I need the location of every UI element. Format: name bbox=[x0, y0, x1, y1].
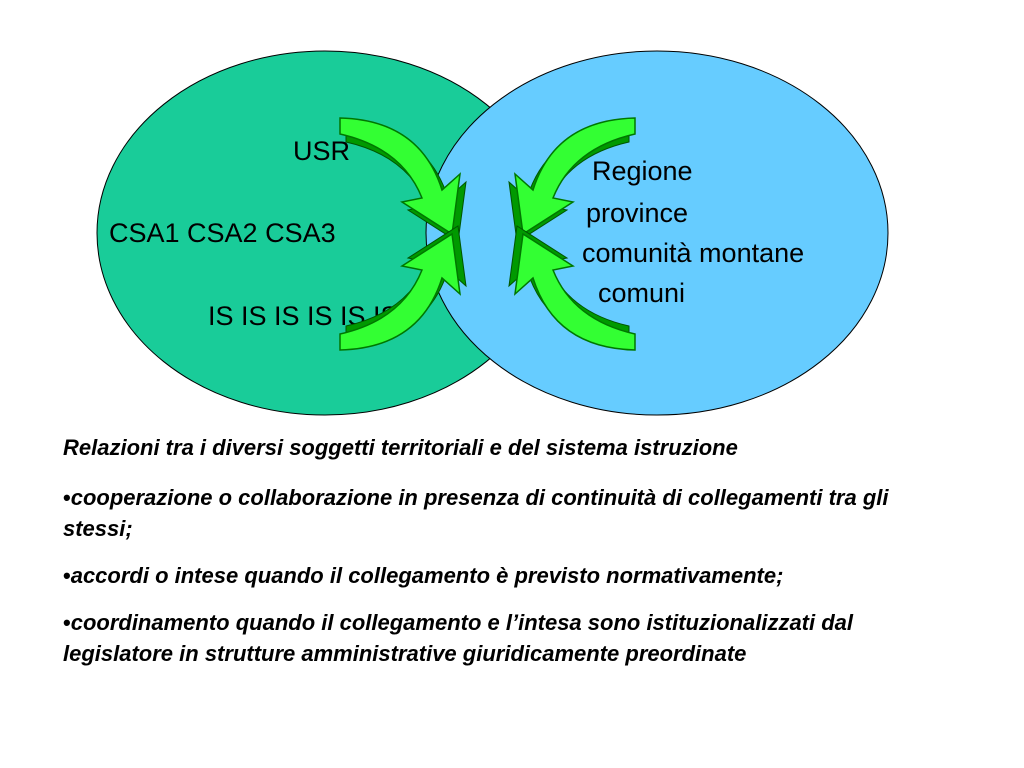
right-label-comuni: comuni bbox=[598, 278, 685, 308]
right-circle bbox=[425, 50, 889, 416]
left-label-csa: CSA1 CSA2 CSA3 bbox=[109, 218, 336, 248]
description-text: Relazioni tra i diversi soggetti territo… bbox=[63, 434, 963, 685]
bullet-text: accordi o intese quando il collegamento … bbox=[70, 563, 784, 588]
bullet-text: coordinamento quando il collegamento e l… bbox=[63, 610, 854, 666]
bullet-text: cooperazione o collaborazione in presenz… bbox=[63, 485, 889, 541]
right-label-comunita: comunità montane bbox=[582, 238, 804, 268]
bullet-glyph: • bbox=[63, 563, 71, 588]
venn-diagram: USR CSA1 CSA2 CSA3 IS IS IS IS IS IS Reg… bbox=[96, 50, 889, 416]
bullet-cooperazione: •cooperazione o collaborazione in presen… bbox=[63, 482, 963, 544]
bullet-coordinamento: •coordinamento quando il collegamento e … bbox=[63, 607, 963, 669]
bullet-glyph: • bbox=[63, 610, 71, 635]
left-label-usr: USR bbox=[293, 136, 350, 166]
bullet-accordi: •accordi o intese quando il collegamento… bbox=[63, 560, 963, 591]
bullet-glyph: • bbox=[63, 485, 71, 510]
relations-heading: Relazioni tra i diversi soggetti territo… bbox=[63, 435, 738, 460]
right-label-province: province bbox=[586, 198, 688, 228]
right-label-regione: Regione bbox=[592, 156, 693, 186]
